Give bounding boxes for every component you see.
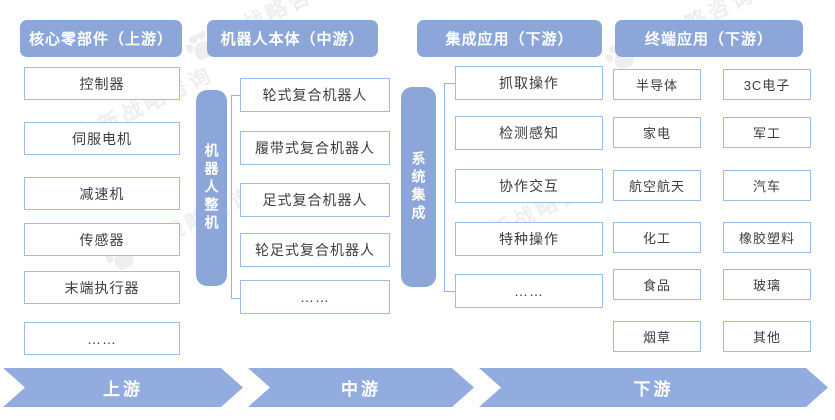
item-other: 其他 xyxy=(723,321,811,352)
item-ellipsis: …… xyxy=(240,280,390,314)
item-wheeled-composite-robot: 轮式复合机器人 xyxy=(240,78,390,112)
item-military: 军工 xyxy=(723,117,811,148)
header-core-components-upstream: 核心零部件（上游） xyxy=(20,20,182,57)
item-special-operation: 特种操作 xyxy=(455,222,603,256)
item-controller: 控制器 xyxy=(24,67,180,100)
item-3c-electronics: 3C电子 xyxy=(723,69,811,100)
item-collaborative-interaction: 协作交互 xyxy=(455,169,603,203)
item-sensor: 传感器 xyxy=(24,223,180,256)
side-label-system-integration: 系统集成 xyxy=(401,87,436,287)
stage-arrow-downstream: 下游 xyxy=(479,368,828,407)
item-grasping-operation: 抓取操作 xyxy=(455,66,603,100)
item-automotive: 汽车 xyxy=(723,170,811,201)
item-reducer: 减速机 xyxy=(24,177,180,210)
item-tracked-composite-robot: 履带式复合机器人 xyxy=(240,131,390,165)
item-legged-composite-robot: 足式复合机器人 xyxy=(240,183,390,217)
side-label-robot-complete-machine: 机器人整机 xyxy=(196,90,227,286)
stage-arrow-upstream: 上游 xyxy=(3,368,243,407)
bracket-robot-body-group xyxy=(231,95,241,299)
item-aerospace: 航空航天 xyxy=(613,170,701,201)
item-tobacco: 烟草 xyxy=(613,321,701,352)
bracket-integration-group xyxy=(444,83,456,292)
item-ellipsis: …… xyxy=(455,274,603,308)
item-rubber-plastics: 橡胶塑料 xyxy=(723,222,811,253)
item-end-effector: 末端执行器 xyxy=(24,271,180,304)
item-wheel-leg-composite-robot: 轮足式复合机器人 xyxy=(240,233,390,267)
header-robot-body-midstream: 机器人本体（中游） xyxy=(207,20,378,57)
header-integrated-applications-downstream: 集成应用（下游） xyxy=(417,20,602,57)
item-glass: 玻璃 xyxy=(723,269,811,300)
header-terminal-applications-downstream: 终端应用（下游） xyxy=(615,20,803,57)
item-home-appliance: 家电 xyxy=(613,117,701,148)
item-detection-sensing: 检测感知 xyxy=(455,116,603,150)
item-food: 食品 xyxy=(613,269,701,300)
item-chemical: 化工 xyxy=(613,222,701,253)
item-ellipsis: …… xyxy=(24,322,180,355)
item-servo-motor: 伺服电机 xyxy=(24,122,180,155)
item-semiconductor: 半导体 xyxy=(613,69,701,100)
stage-arrow-midstream: 中游 xyxy=(248,368,474,407)
